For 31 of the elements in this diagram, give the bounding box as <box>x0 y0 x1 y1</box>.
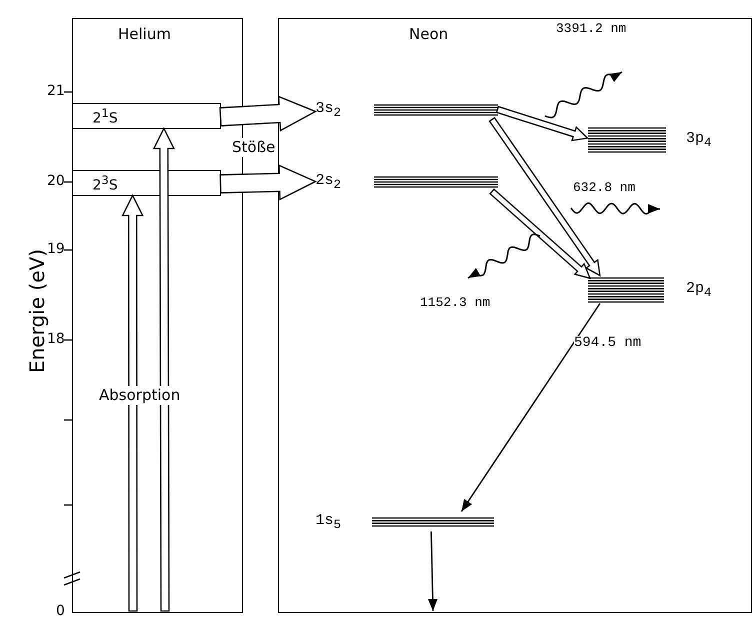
hollow-arrow <box>122 194 144 612</box>
panel-title: Helium <box>118 25 171 43</box>
level-label: 2$^{3}$S <box>92 172 118 194</box>
level-label: 1s$_{5}$ <box>316 512 342 532</box>
arrow <box>460 303 600 512</box>
level-label: 3s$_{2}$ <box>316 100 342 120</box>
energy-level-box <box>72 170 220 196</box>
level-label: 2p$_{4}$ <box>686 280 712 300</box>
level-label: 3p$_{4}$ <box>686 130 712 150</box>
tick-label: 18 <box>47 332 65 347</box>
energy-level-box <box>72 102 220 128</box>
hollow-arrow <box>488 116 601 277</box>
wavelength-label: 632.8 nm <box>573 181 636 196</box>
level-label: 2s$_{2}$ <box>316 172 342 192</box>
level-label: 2$^{1}$S <box>92 106 118 126</box>
hollow-arrow <box>489 188 592 280</box>
panel <box>278 18 752 613</box>
hollow-arrow <box>219 96 318 132</box>
tick-label: 0 <box>56 604 65 620</box>
tick-label: 19 <box>47 242 65 258</box>
collision-label: Stöße <box>230 138 278 156</box>
axis-title: Energie (eV) <box>26 249 48 375</box>
tick-label: 20 <box>47 174 65 190</box>
hollow-arrow <box>220 164 318 200</box>
panel-title: Neon <box>409 25 448 43</box>
hollow-arrow <box>152 127 175 612</box>
wavelength-label: 3391.2 nm <box>556 22 626 36</box>
wavelength-label: 1152.3 nm <box>420 296 490 310</box>
arrow <box>428 531 438 612</box>
hollow-arrow <box>496 106 589 142</box>
tick-label: 21 <box>47 84 65 100</box>
